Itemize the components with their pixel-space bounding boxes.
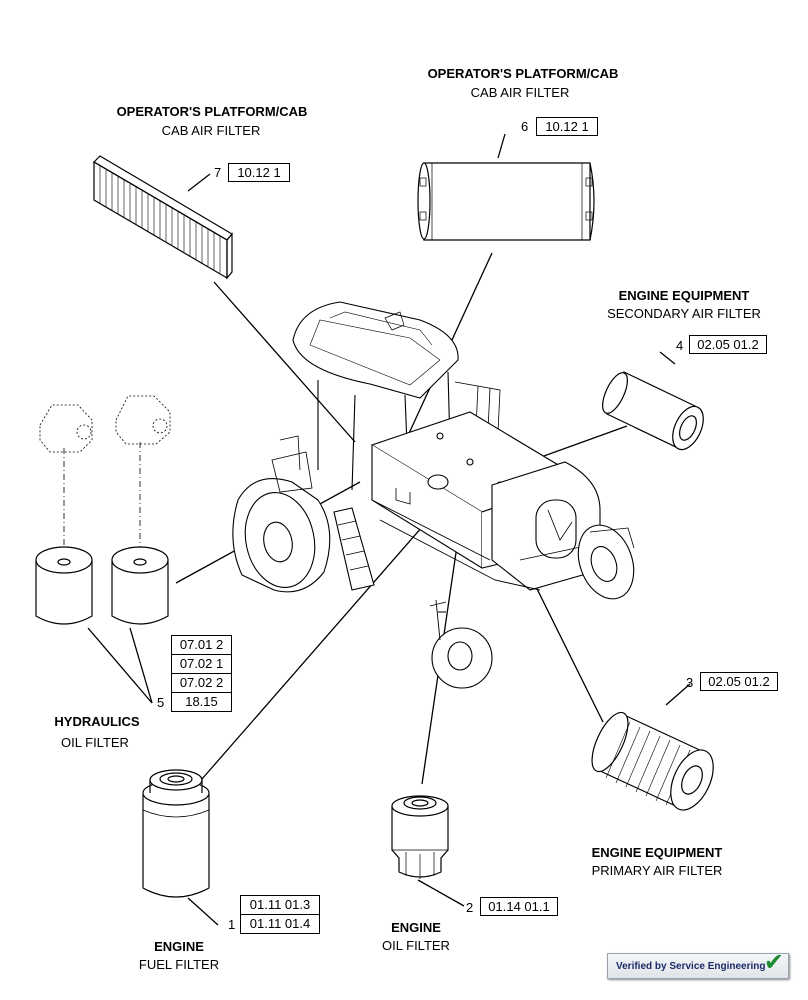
verified-badge-label: Verified by Service Engineering <box>616 961 766 972</box>
cab-panel-filter-drawing <box>93 155 233 280</box>
callout-4-item-number: 4 <box>676 338 684 353</box>
check-icon: ✔ <box>763 949 784 976</box>
callout-2-name: OIL FILTER <box>382 938 450 953</box>
callout-4-name: SECONDARY AIR FILTER <box>607 306 761 321</box>
callout-6-item-number: 6 <box>521 119 529 134</box>
callout-5-ref-link[interactable]: 07.02 1 <box>172 655 231 674</box>
callout-1-name: FUEL FILTER <box>138 957 220 972</box>
callout-1-group: ENGINE <box>154 939 204 954</box>
machine-drawing <box>232 301 635 689</box>
callout-7-name: CAB AIR FILTER <box>161 123 261 138</box>
callout-3-ref-link[interactable]: 02.05 01.2 <box>700 672 778 691</box>
callout-5-ref-link[interactable]: 07.01 2 <box>172 636 231 655</box>
callout-4-group: ENGINE EQUIPMENT <box>618 288 750 303</box>
callout-5-group: HYDRAULICS <box>54 714 140 729</box>
callout-1-ref-link[interactable]: 01.11 01.4 <box>249 916 311 931</box>
callout-2-item-number: 2 <box>466 900 474 915</box>
callout-1-ref-link[interactable]: 01.11 01.3 <box>241 896 319 915</box>
callout-1-item-number: 1 <box>228 917 236 932</box>
callout-3-name: PRIMARY AIR FILTER <box>591 863 723 878</box>
verified-badge[interactable]: Verified by Service Engineering ✔ <box>607 949 789 979</box>
callout-2-group: ENGINE <box>391 920 441 935</box>
callout-6-ref-link[interactable]: 10.12 1 <box>536 117 598 136</box>
secondary-air-filter-drawing <box>602 371 704 451</box>
callout-5-item-number: 5 <box>157 695 165 710</box>
callout-3-item-number: 3 <box>686 675 694 690</box>
engine-oil-filter-drawing <box>391 795 449 879</box>
callout-6-name: CAB AIR FILTER <box>470 85 570 100</box>
callout-6-group: OPERATOR'S PLATFORM/CAB <box>427 66 619 81</box>
callout-7-item-number: 7 <box>214 165 222 180</box>
fuel-filter-drawing <box>142 769 210 898</box>
callout-5-ref-list: 07.01 2 07.02 1 07.02 2 18.15 <box>171 635 232 712</box>
callout-3-group: ENGINE EQUIPMENT <box>591 845 723 860</box>
primary-air-filter-drawing <box>591 711 714 811</box>
callout-1-ref-list: 01.11 01.3 01.11 01.4 <box>240 895 320 934</box>
callout-4-ref-link[interactable]: 02.05 01.2 <box>689 335 767 354</box>
callout-7-group: OPERATOR'S PLATFORM/CAB <box>116 104 308 119</box>
callout-7-ref-link[interactable]: 10.12 1 <box>228 163 290 182</box>
cab-cylinder-filter-drawing <box>417 162 595 241</box>
callout-5-name: OIL FILTER <box>61 735 129 750</box>
hydraulic-filter-drawing <box>35 395 171 625</box>
callout-2-ref-link[interactable]: 01.14 01.1 <box>480 897 558 916</box>
callout-5-ref-link[interactable]: 07.02 2 <box>172 674 231 693</box>
callout-5-ref-link[interactable]: 18.15 <box>185 694 218 709</box>
